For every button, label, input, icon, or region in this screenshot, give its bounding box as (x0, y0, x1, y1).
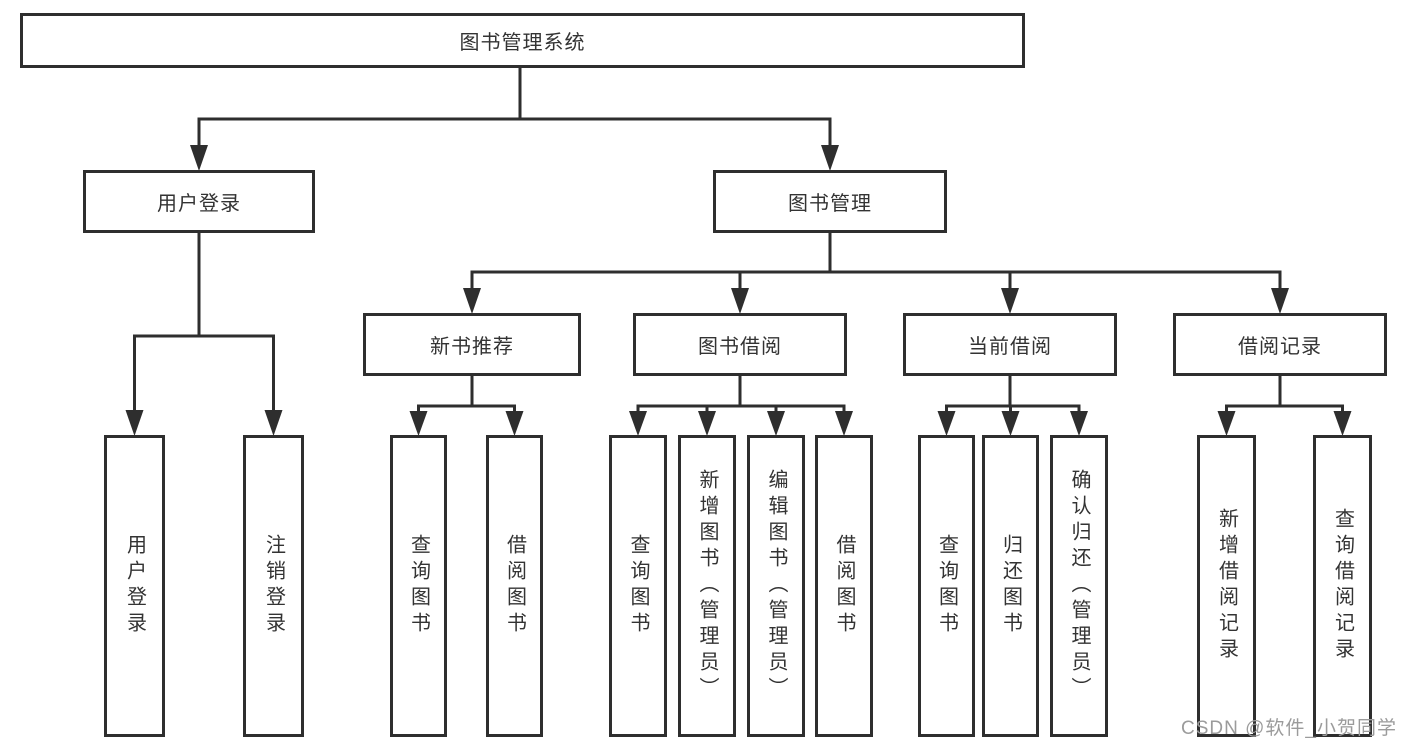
node-borrow-records-label: 借阅记录 (1238, 336, 1322, 358)
leaf-edit-books-admin: 编辑图书（管理员） (747, 435, 805, 737)
leaf-current-query-books-label: 查询图书 (935, 534, 958, 638)
node-root-label: 图书管理系统 (459, 32, 586, 54)
leaf-borrow-query-books-label: 查询图书 (627, 534, 649, 638)
node-book-borrow: 图书借阅 (633, 313, 847, 376)
node-new-book-recommend: 新书推荐 (363, 313, 581, 376)
leaf-query-borrow-record-label: 查询借阅记录 (1331, 508, 1354, 664)
leaf-recommend-query-books-label: 查询图书 (407, 534, 430, 638)
leaf-confirm-return-admin-label: 确认归还（管理员） (1068, 469, 1090, 703)
leaf-add-borrow-record: 新增借阅记录 (1197, 435, 1256, 737)
leaf-borrow-books-label: 借阅图书 (833, 534, 855, 638)
leaf-edit-books-admin-label: 编辑图书（管理员） (765, 469, 787, 703)
leaf-user-login-label: 用户登录 (123, 534, 146, 638)
node-user-login: 用户登录 (83, 170, 315, 233)
arrowheads (125, 145, 1352, 436)
node-borrow-records: 借阅记录 (1173, 313, 1387, 376)
node-book-management: 图书管理 (713, 170, 947, 233)
leaf-logout: 注销登录 (243, 435, 304, 737)
node-user-login-label: 用户登录 (157, 193, 241, 215)
leaf-return-books: 归还图书 (982, 435, 1039, 737)
leaf-return-books-label: 归还图书 (999, 534, 1022, 638)
leaf-confirm-return-admin: 确认归还（管理员） (1050, 435, 1108, 737)
node-current-borrow: 当前借阅 (903, 313, 1117, 376)
node-root: 图书管理系统 (20, 13, 1025, 68)
node-new-book-recommend-label: 新书推荐 (430, 336, 514, 358)
leaf-current-query-books: 查询图书 (918, 435, 975, 737)
leaf-recommend-query-books: 查询图书 (390, 435, 447, 737)
leaf-borrow-books: 借阅图书 (815, 435, 873, 737)
leaf-recommend-borrow-books-label: 借阅图书 (503, 534, 526, 638)
leaf-add-books-admin: 新增图书（管理员） (678, 435, 736, 737)
leaf-add-borrow-record-label: 新增借阅记录 (1215, 508, 1238, 664)
leaf-user-login: 用户登录 (104, 435, 165, 737)
leaf-query-borrow-record: 查询借阅记录 (1313, 435, 1372, 737)
leaf-borrow-query-books: 查询图书 (609, 435, 667, 737)
leaf-recommend-borrow-books: 借阅图书 (486, 435, 543, 737)
node-book-borrow-label: 图书借阅 (698, 336, 782, 358)
csdn-watermark: CSDN @软件_小贺同学 (1181, 718, 1397, 739)
leaf-add-books-admin-label: 新增图书（管理员） (696, 469, 718, 703)
node-current-borrow-label: 当前借阅 (968, 336, 1052, 358)
node-book-management-label: 图书管理 (788, 193, 872, 215)
leaf-logout-label: 注销登录 (262, 534, 285, 638)
